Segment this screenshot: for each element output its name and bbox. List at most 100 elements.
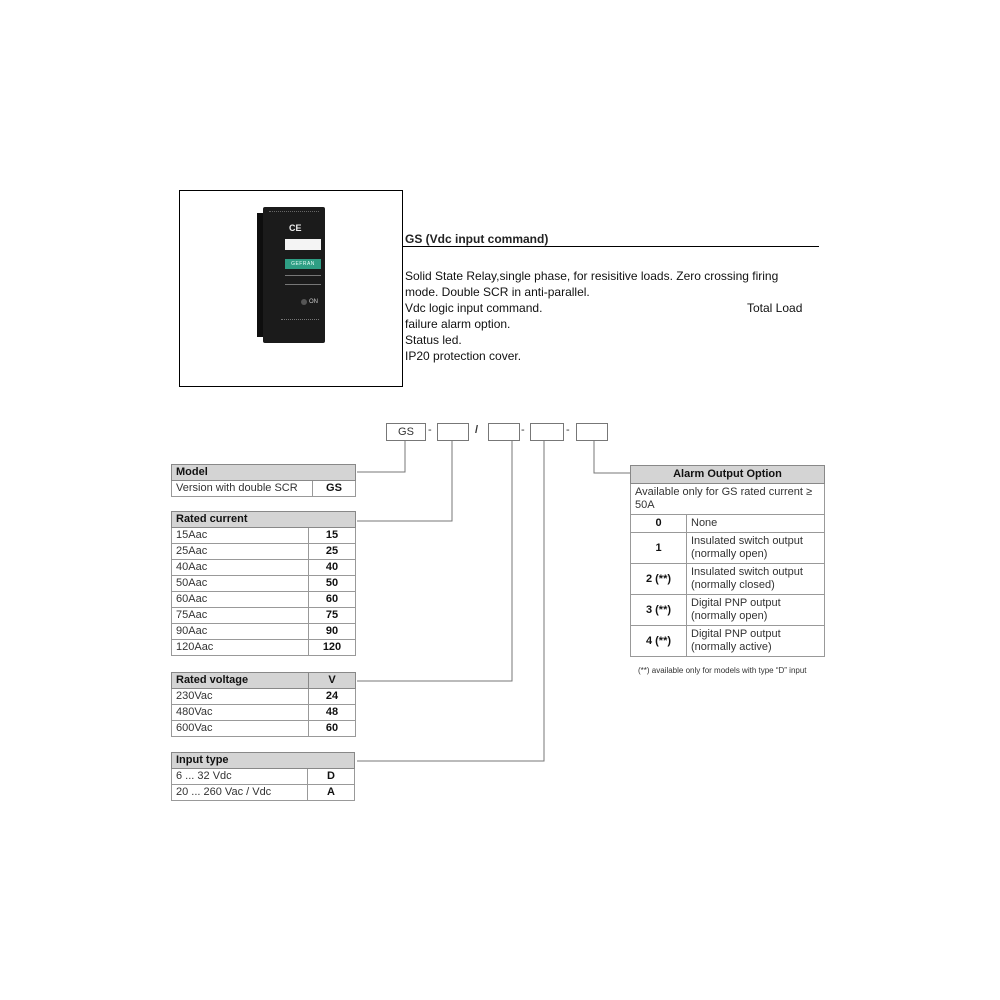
row-label: None bbox=[686, 514, 825, 533]
table-header: Rated voltage bbox=[171, 672, 309, 689]
row-code: 2 (**) bbox=[630, 563, 687, 595]
row-label: 25Aac bbox=[171, 543, 309, 560]
row-code: 120 bbox=[308, 639, 356, 656]
ce-mark: CE bbox=[289, 223, 302, 233]
code-box-rated-voltage bbox=[488, 423, 520, 441]
row-code: 50 bbox=[308, 575, 356, 592]
table-header-code: V bbox=[308, 672, 356, 689]
row-code: GS bbox=[312, 480, 356, 497]
device-side bbox=[257, 213, 263, 337]
code-separator: - bbox=[566, 424, 570, 436]
description-total-load: Total Load bbox=[747, 301, 803, 315]
table-header: Rated current bbox=[171, 511, 356, 528]
row-label: 230Vac bbox=[171, 688, 309, 705]
connector-model bbox=[357, 441, 406, 473]
code-box-input-type bbox=[530, 423, 564, 441]
device-spec-print bbox=[285, 275, 321, 285]
description-line: mode. Double SCR in anti-parallel. bbox=[405, 285, 590, 299]
model-table: Model Version with double SCR GS bbox=[171, 464, 356, 497]
row-label: Version with double SCR bbox=[171, 480, 313, 497]
row-label: 480Vac bbox=[171, 704, 309, 721]
table-row: Version with double SCR GS bbox=[171, 480, 356, 497]
row-label: 15Aac bbox=[171, 527, 309, 544]
row-code: 48 bbox=[308, 704, 356, 721]
product-title: GS (Vdc input command) bbox=[405, 232, 549, 246]
row-code: 90 bbox=[308, 623, 356, 640]
solid-state-relay-image: CE GEFRAN ON bbox=[257, 207, 325, 343]
row-label: Insulated switch output (normally closed… bbox=[686, 563, 825, 595]
row-label: 40Aac bbox=[171, 559, 309, 576]
code-box-rated-current bbox=[437, 423, 469, 441]
table-header: Input type bbox=[171, 752, 355, 769]
row-label: Insulated switch output (normally open) bbox=[686, 532, 825, 564]
row-code: 25 bbox=[308, 543, 356, 560]
connector-alarm-option bbox=[593, 441, 630, 474]
description-line: Solid State Relay,single phase, for resi… bbox=[405, 269, 779, 283]
row-code: 4 (**) bbox=[630, 625, 687, 657]
row-code: 60 bbox=[308, 720, 356, 737]
table-header: Alarm Output Option bbox=[630, 465, 825, 484]
code-box-model: GS bbox=[386, 423, 426, 441]
connector-input-type bbox=[357, 441, 545, 762]
description-line: failure alarm option. bbox=[405, 317, 511, 331]
row-code: 3 (**) bbox=[630, 594, 687, 626]
alarm-footnote: (**) available only for models with type… bbox=[638, 666, 807, 675]
row-label: 90Aac bbox=[171, 623, 309, 640]
row-code: 1 bbox=[630, 532, 687, 564]
device-bottom-print bbox=[281, 319, 319, 328]
code-separator: - bbox=[521, 424, 525, 436]
row-code: 24 bbox=[308, 688, 356, 705]
row-code: 60 bbox=[308, 591, 356, 608]
row-code: D bbox=[307, 768, 355, 785]
device-top-print bbox=[269, 211, 319, 216]
row-code: 40 bbox=[308, 559, 356, 576]
code-separator: - bbox=[428, 424, 432, 436]
connector-rated-voltage bbox=[357, 441, 513, 682]
code-separator: / bbox=[475, 424, 479, 436]
table-row: 2 (**)Insulated switch output (normally … bbox=[630, 563, 825, 595]
connector-rated-current bbox=[357, 441, 453, 522]
row-label: Digital PNP output (normally open) bbox=[686, 594, 825, 626]
description-line: Status led. bbox=[405, 333, 462, 347]
row-label: 50Aac bbox=[171, 575, 309, 592]
table-header: Model bbox=[171, 464, 356, 481]
description-line: Vdc logic input command. bbox=[405, 301, 543, 315]
product-photo-frame: CE GEFRAN ON bbox=[179, 190, 403, 387]
row-label: 60Aac bbox=[171, 591, 309, 608]
row-label: 600Vac bbox=[171, 720, 309, 737]
product-description: Solid State Relay,single phase, for resi… bbox=[405, 268, 815, 364]
row-label: 20 ... 260 Vac / Vdc bbox=[171, 784, 308, 801]
row-label: 120Aac bbox=[171, 639, 309, 656]
row-code: 15 bbox=[308, 527, 356, 544]
alarm-availability-note: Available only for GS rated current ≥ 50… bbox=[630, 483, 825, 515]
device-label bbox=[285, 239, 321, 250]
table-row: 3 (**)Digital PNP output (normally open) bbox=[630, 594, 825, 626]
title-divider bbox=[402, 246, 819, 247]
row-label: Digital PNP output (normally active) bbox=[686, 625, 825, 657]
led-label: ON bbox=[309, 299, 318, 305]
code-box-alarm-option bbox=[576, 423, 608, 441]
status-led-icon bbox=[301, 299, 307, 305]
row-code: 0 bbox=[630, 514, 687, 533]
row-code: 75 bbox=[308, 607, 356, 624]
alarm-output-table: Alarm Output Option Available only for G… bbox=[630, 465, 825, 657]
row-code: A bbox=[307, 784, 355, 801]
